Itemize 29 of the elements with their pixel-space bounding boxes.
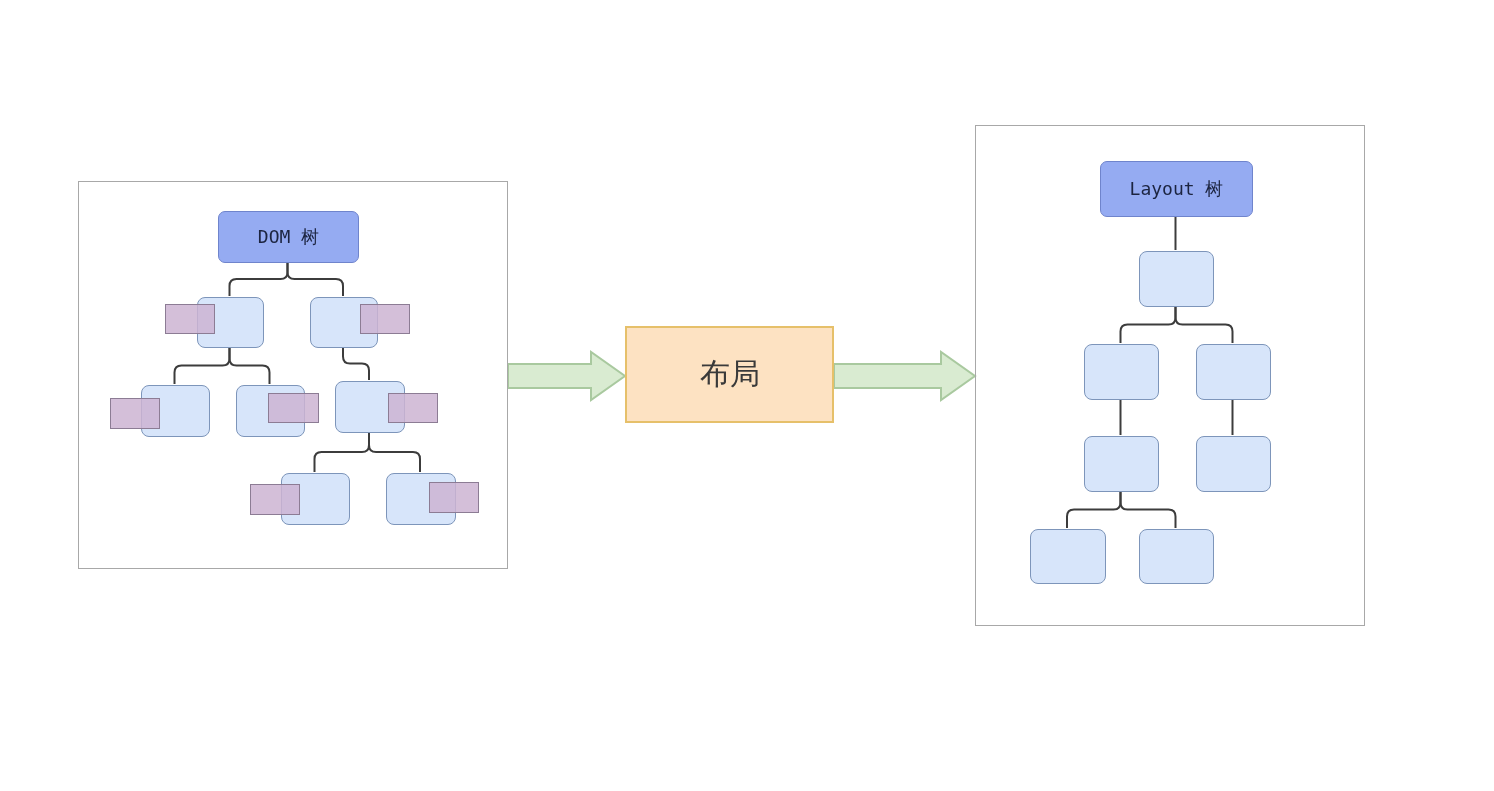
block-arrow: [833, 350, 977, 402]
tree-connector: [1119, 490, 1177, 529]
tree-connector: [228, 346, 271, 385]
tree-connector: [1174, 305, 1234, 344]
attribute-tag: [250, 484, 300, 515]
tree-node-box: [1139, 529, 1214, 584]
attribute-tag: [360, 304, 410, 334]
panel-frame: [78, 181, 508, 569]
block-arrow: [507, 350, 627, 402]
tree-connector: [1119, 398, 1122, 436]
attribute-tag: [165, 304, 215, 334]
tree-connector: [342, 346, 370, 381]
tree-node-box: [1196, 436, 1271, 492]
tree-node-box: [1084, 344, 1159, 400]
attribute-tag: [268, 393, 319, 423]
root-box: DOM 树: [218, 211, 359, 263]
process-box: 布局: [625, 326, 834, 423]
attribute-tag: [429, 482, 479, 513]
attribute-tag: [110, 398, 160, 429]
root-box: Layout 树: [1100, 161, 1253, 217]
tree-node-box: [1030, 529, 1106, 584]
attribute-tag: [388, 393, 438, 423]
tree-node-box: [1139, 251, 1214, 307]
tree-connector: [1231, 398, 1234, 436]
tree-node-box: [1196, 344, 1271, 400]
tree-node-box: [1084, 436, 1159, 492]
panel-frame: [975, 125, 1365, 626]
tree-connector: [1174, 215, 1177, 251]
tree-connector: [286, 261, 344, 297]
